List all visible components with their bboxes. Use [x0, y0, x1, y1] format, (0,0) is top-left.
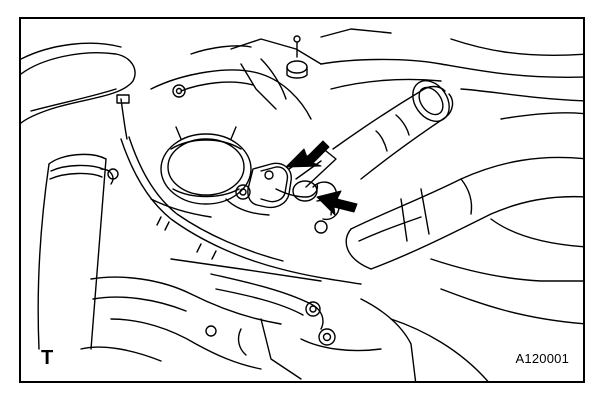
wire-harness: [116, 94, 362, 285]
oil-filler-cap: [160, 126, 252, 205]
figure-code: A120001: [515, 351, 569, 366]
right-lower-hose: [345, 156, 583, 270]
right-pointing-arrow-icon: [285, 140, 330, 168]
lower-left-components: [80, 258, 322, 370]
left-intake-pipe: [37, 153, 119, 350]
upper-right-hoses: [320, 28, 583, 120]
engine-cover: [150, 38, 322, 120]
left-pointing-arrow-icon: [316, 190, 358, 216]
engine-bay-illustration: [21, 28, 583, 381]
corner-letter: T: [41, 347, 54, 369]
center-bolt: [225, 184, 270, 216]
left-upper-hose: [21, 42, 136, 124]
top-bolt: [286, 35, 308, 79]
figure-frame: T A120001: [19, 17, 585, 383]
diagonal-hose: [332, 80, 454, 180]
right-lower-background: [390, 218, 583, 381]
lower-center-pipes: [205, 273, 417, 381]
